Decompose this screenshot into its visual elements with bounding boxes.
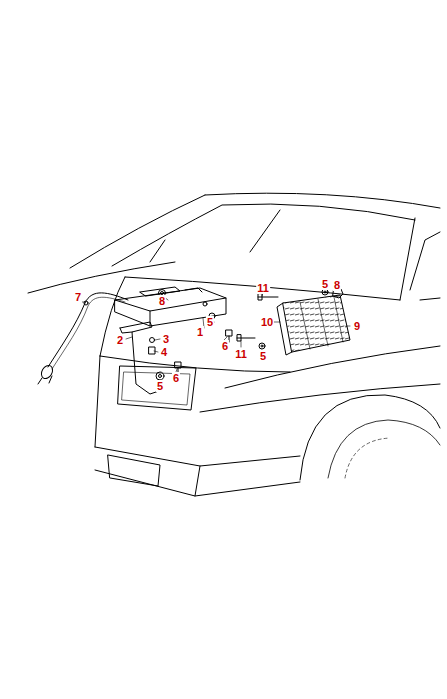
relay-unit — [277, 295, 350, 355]
car-body — [28, 193, 440, 496]
callout-number: 3 — [162, 333, 170, 345]
callout-number: 11 — [234, 348, 248, 360]
callout-number: 5 — [156, 380, 164, 392]
callout-number: 2 — [116, 334, 124, 346]
callout-number: 6 — [221, 340, 229, 352]
callout-number: 6 — [172, 372, 180, 384]
callout-number: 5 — [321, 278, 329, 290]
callout-number: 8 — [158, 295, 166, 307]
callout-number: 5 — [259, 350, 267, 362]
callout-number: 8 — [333, 279, 341, 291]
callout-number: 1 — [196, 326, 204, 338]
callout-number: 4 — [160, 346, 168, 358]
callout-number: 7 — [74, 291, 82, 303]
callout-number: 11 — [256, 282, 270, 294]
callout-number: 9 — [353, 320, 361, 332]
callout-number: 5 — [206, 316, 214, 328]
callout-number: 10 — [260, 316, 274, 328]
leader-lines — [82, 293, 350, 381]
